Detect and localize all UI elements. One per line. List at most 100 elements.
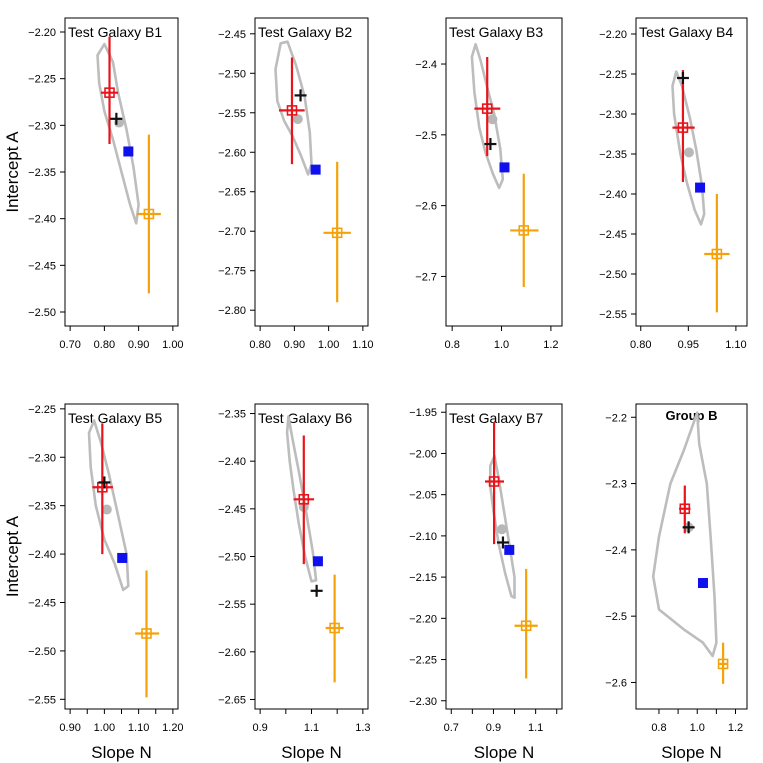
y-tick-label: −2.10: [409, 531, 437, 543]
y-tick-label: −2.30: [28, 120, 56, 132]
contour-line: [96, 42, 140, 225]
x-tick-label: 1.3: [355, 722, 370, 734]
y-tick-label: −2.35: [599, 149, 627, 161]
x-axis-label: Slope N: [661, 743, 721, 762]
y-tick-label: −2.45: [218, 504, 246, 516]
x-tick-label: 0.80: [630, 339, 651, 351]
gray-circle-marker: [292, 114, 303, 125]
y-tick-label: −2.20: [599, 29, 627, 41]
x-tick-label: 0.9: [252, 722, 267, 734]
y-tick-label: −2.70: [218, 226, 246, 238]
red-square-marker: [677, 122, 689, 133]
plot-frame: [254, 17, 369, 327]
y-tick-label: −2.30: [409, 696, 437, 708]
x-tick-label: 0.90: [59, 722, 80, 734]
panel-title: Test Galaxy B4: [639, 24, 733, 40]
y-tick-label: −2.45: [28, 260, 56, 272]
y-axis-label: Intercept A: [3, 131, 22, 213]
orange-square-marker: [518, 225, 530, 236]
y-tick-label: −2.75: [218, 266, 246, 278]
y-tick-label: −2.40: [28, 214, 56, 226]
x-tick-label: 0.8: [651, 722, 666, 734]
red-square-marker: [488, 476, 500, 487]
y-tick-label: −2.45: [28, 597, 56, 609]
red-square-marker: [104, 87, 115, 98]
x-tick-label: 1.0: [494, 339, 509, 351]
orange-square-marker: [717, 658, 729, 670]
contour-line: [285, 415, 318, 583]
y-tick-label: −2.4: [415, 59, 437, 71]
x-tick-label: 0.80: [249, 339, 270, 351]
x-tick-label: 0.8: [445, 339, 460, 351]
orange-square-marker: [331, 227, 343, 239]
y-tick-label: −2.50: [218, 68, 246, 80]
gray-circle-marker: [496, 524, 507, 535]
x-tick-label: 0.95: [678, 339, 699, 351]
x-tick-label: 1.2: [543, 339, 558, 351]
y-tick-label: −2.7: [415, 271, 437, 283]
y-tick-label: −2.45: [218, 29, 246, 41]
x-tick-label: 1.00: [162, 339, 183, 351]
panel-title: Group B: [666, 408, 718, 423]
blue-square-marker: [499, 162, 510, 173]
panel: −1.95−2.00−2.05−2.10−2.15−2.20−2.25−2.30…: [409, 403, 563, 734]
y-tick-label: −2.5: [415, 130, 437, 142]
y-tick-label: −1.95: [409, 407, 437, 419]
orange-square-marker: [329, 622, 340, 634]
y-tick-label: −2.05: [409, 490, 437, 502]
y-tick-label: −2.20: [409, 613, 437, 625]
y-tick-label: −2.00: [409, 448, 437, 460]
y-tick-label: −2.35: [28, 501, 56, 513]
red-square-marker: [679, 503, 691, 515]
y-tick-label: −2.55: [218, 599, 246, 611]
x-tick-label: 0.80: [94, 339, 115, 351]
y-tick-label: −2.50: [28, 307, 56, 319]
blue-square-marker: [697, 578, 708, 589]
x-tick-label: 1.0: [690, 722, 705, 734]
y-tick-label: −2.20: [28, 27, 56, 39]
y-tick-label: −2.40: [218, 456, 246, 468]
y-tick-label: −2.50: [599, 269, 627, 281]
plot-frame: [635, 17, 748, 327]
y-tick-label: −2.55: [599, 309, 627, 321]
y-tick-label: −2.35: [28, 167, 56, 179]
plot-frame: [635, 403, 748, 710]
y-tick-label: −2.55: [28, 694, 56, 706]
panel-title: Test Galaxy B5: [68, 410, 162, 426]
y-tick-label: −2.65: [218, 694, 246, 706]
y-tick-label: −2.35: [218, 409, 246, 421]
y-tick-label: −2.6: [415, 201, 437, 213]
y-tick-label: −2.65: [218, 187, 246, 199]
contour-line: [651, 411, 718, 658]
y-axis-label: Intercept A: [3, 515, 22, 597]
y-tick-label: −2.30: [599, 109, 627, 121]
blue-square-marker: [695, 182, 706, 193]
red-square-marker: [481, 103, 493, 114]
x-tick-label: 0.9: [486, 722, 501, 734]
blue-square-marker: [504, 544, 515, 555]
panel-title: Test Galaxy B2: [258, 24, 352, 40]
x-tick-label: 1.1: [528, 722, 543, 734]
x-axis-label: Slope N: [91, 743, 151, 762]
x-tick-label: 1.10: [725, 339, 746, 351]
x-tick-label: 0.70: [59, 339, 80, 351]
y-tick-label: −2.40: [599, 189, 627, 201]
orange-square-marker: [711, 248, 723, 260]
x-axis-label: Slope N: [281, 743, 341, 762]
panel-title: Test Galaxy B1: [68, 24, 162, 40]
orange-square-marker: [520, 620, 532, 632]
y-tick-label: −2.30: [28, 452, 56, 464]
y-tick-label: −2.60: [218, 647, 246, 659]
blue-square-marker: [123, 146, 134, 157]
y-tick-label: −2.60: [218, 147, 246, 159]
x-tick-label: 1.2: [728, 722, 743, 734]
x-axis-label: Slope N: [474, 743, 534, 762]
y-tick-label: −2.25: [599, 69, 627, 81]
panel: −2.45−2.50−2.55−2.60−2.65−2.70−2.75−2.80…: [218, 17, 374, 351]
blue-square-marker: [310, 164, 321, 175]
y-tick-label: −2.50: [218, 552, 246, 564]
